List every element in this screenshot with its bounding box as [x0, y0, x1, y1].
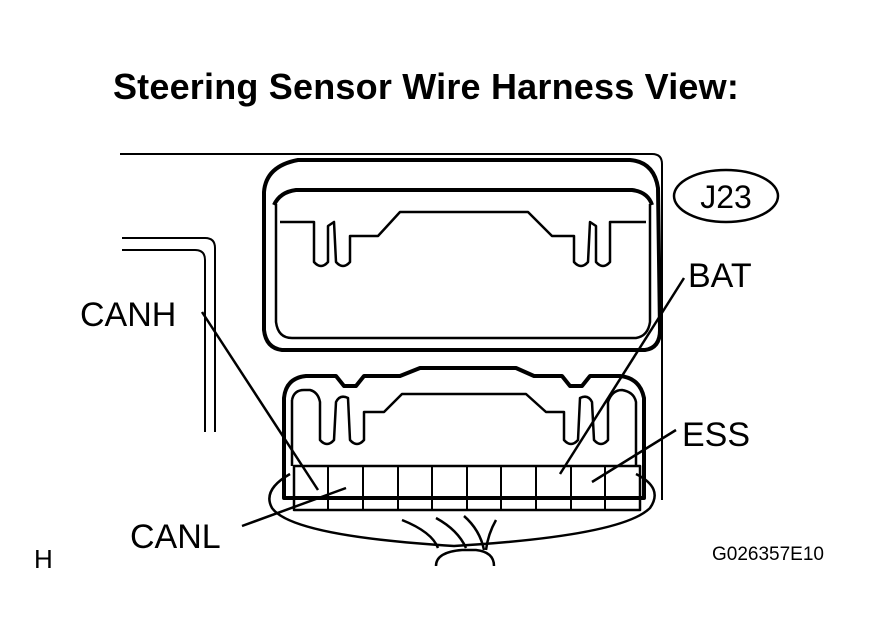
- ess-label: ESS: [682, 416, 750, 454]
- bat-leader: [558, 277, 686, 475]
- connector-id-badge: [672, 168, 780, 224]
- lower-connector: [282, 366, 646, 512]
- canh-label: CANH: [80, 296, 176, 334]
- corner-letter: H: [34, 544, 53, 574]
- ess-leader: [591, 428, 677, 484]
- bat-label: BAT: [688, 257, 752, 295]
- canl-label: CANL: [130, 518, 221, 556]
- diagram-title: Steering Sensor Wire Harness View:: [112, 66, 740, 107]
- figure-code: G026357E10: [712, 544, 824, 565]
- wire-bundle: [268, 472, 656, 567]
- canl-leader: [241, 486, 347, 528]
- housing-outline: [120, 153, 663, 500]
- connector-id-label: J23: [700, 179, 752, 215]
- upper-connector: [262, 158, 662, 352]
- canh-leader: [200, 311, 320, 491]
- leader-lines: [200, 277, 686, 528]
